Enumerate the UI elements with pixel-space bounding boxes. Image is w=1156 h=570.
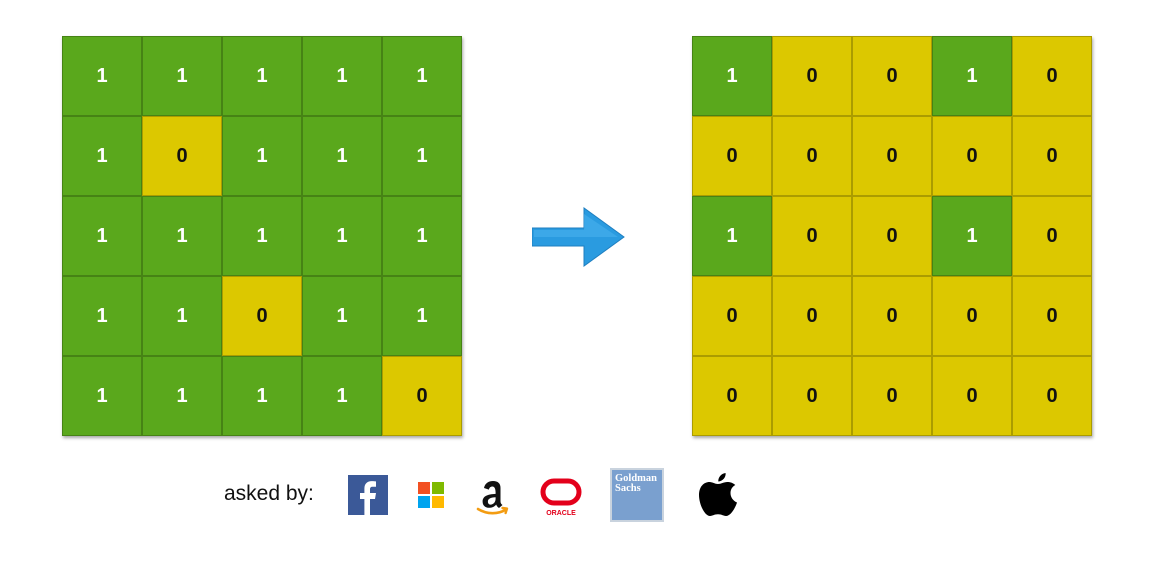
- apple-logo-icon: [696, 470, 740, 520]
- matrix-cell: 1: [382, 196, 462, 276]
- matrix-cell: 0: [772, 36, 852, 116]
- matrix-cell: 0: [852, 276, 932, 356]
- matrix-cell: 0: [1012, 356, 1092, 436]
- oracle-logo-text: ORACLE: [546, 510, 576, 517]
- matrix-cell: 0: [932, 116, 1012, 196]
- matrix-cell: 1: [382, 36, 462, 116]
- matrix-cell: 0: [772, 356, 852, 436]
- matrix-cell: 1: [62, 36, 142, 116]
- matrix-cell: 0: [1012, 116, 1092, 196]
- matrix-cell: 1: [142, 196, 222, 276]
- matrix-cell: 1: [302, 36, 382, 116]
- matrix-cell: 1: [382, 276, 462, 356]
- matrix-cell: 0: [932, 276, 1012, 356]
- matrix-cell: 1: [62, 276, 142, 356]
- matrix-cell: 1: [302, 116, 382, 196]
- matrix-cell: 1: [62, 196, 142, 276]
- matrix-cell: 1: [302, 356, 382, 436]
- matrix-cell: 0: [692, 116, 772, 196]
- matrix-cell: 1: [142, 356, 222, 436]
- matrix-cell: 1: [302, 196, 382, 276]
- matrix-cell: 1: [62, 356, 142, 436]
- matrix-cell: 0: [1012, 276, 1092, 356]
- matrix-cell: 0: [852, 36, 932, 116]
- asked-by-label: asked by:: [224, 482, 314, 505]
- matrix-cell: 0: [772, 196, 852, 276]
- matrix-cell: 1: [62, 116, 142, 196]
- matrix-cell: 1: [222, 116, 302, 196]
- matrix-cell: 1: [692, 196, 772, 276]
- right-arrow-icon: [532, 207, 625, 267]
- matrix-cell: 0: [772, 276, 852, 356]
- matrix-cell: 0: [222, 276, 302, 356]
- matrix-cell: 0: [852, 356, 932, 436]
- matrix-cell: 1: [932, 36, 1012, 116]
- matrix-cell: 0: [932, 356, 1012, 436]
- oracle-logo-icon: ORACLE: [538, 476, 584, 518]
- matrix-cell: 0: [852, 116, 932, 196]
- amazon-logo-icon: [472, 476, 512, 516]
- matrix-cell: 1: [382, 116, 462, 196]
- matrix-cell: 1: [222, 196, 302, 276]
- matrix-cell: 1: [692, 36, 772, 116]
- facebook-logo-icon: [348, 475, 388, 515]
- matrix-cell: 1: [932, 196, 1012, 276]
- matrix-cell: 0: [692, 276, 772, 356]
- matrix-cell: 1: [222, 356, 302, 436]
- microsoft-logo-icon: [418, 482, 444, 508]
- matrix-cell: 0: [1012, 36, 1092, 116]
- matrix-cell: 0: [142, 116, 222, 196]
- matrix-cell: 1: [302, 276, 382, 356]
- matrix-cell: 0: [772, 116, 852, 196]
- matrix-cell: 1: [222, 36, 302, 116]
- matrix-cell: 0: [692, 356, 772, 436]
- matrix-cell: 1: [142, 36, 222, 116]
- matrix-cell: 0: [852, 196, 932, 276]
- matrix-cell: 0: [1012, 196, 1092, 276]
- matrix-cell: 1: [142, 276, 222, 356]
- matrix-cell: 0: [382, 356, 462, 436]
